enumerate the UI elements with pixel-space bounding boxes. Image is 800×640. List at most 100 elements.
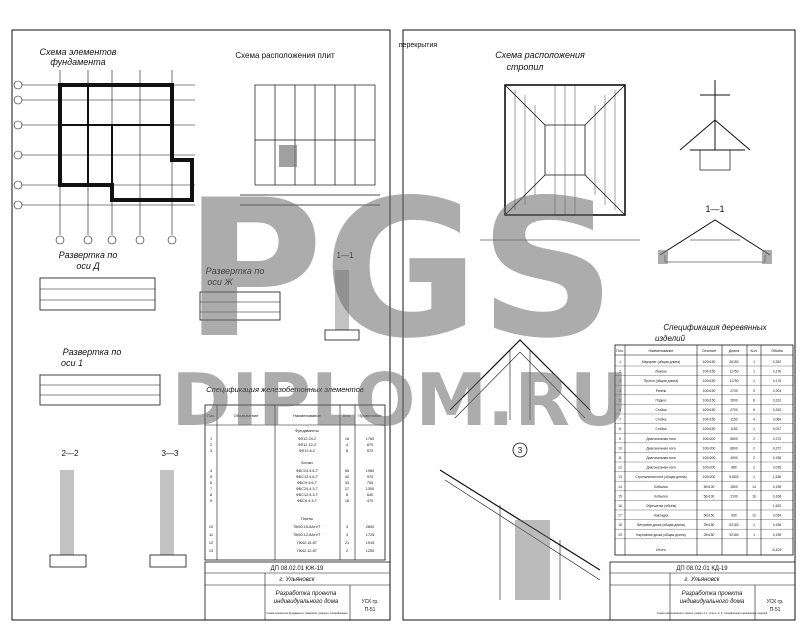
wood-spec-cell: 1150 — [730, 418, 737, 422]
wood-spec-cell: Диагональная нога — [646, 446, 675, 450]
development-axis-d: Развертка по оси Д — [39, 250, 156, 311]
right-header-word: перекрытия — [399, 42, 438, 49]
wood-spec-cell: Прогон (общая длина) — [644, 379, 678, 383]
concrete-spec-cell: 570 — [367, 449, 373, 453]
wood-spec-cell: 1150 — [730, 427, 737, 431]
left-stamp-code: ДП 08.02.01 КЖ-19 — [271, 566, 324, 572]
left-stamp-org-2: П-51 — [365, 607, 376, 613]
section-33-label: 3—3 — [162, 449, 179, 458]
concrete-spec-cell: 1760 — [366, 437, 374, 441]
wood-spec-cell: 2600 — [730, 398, 738, 402]
concrete-spec-cell: ФБС12.4.6-Т — [296, 475, 319, 479]
wood-spec-cell: 17 — [618, 514, 622, 518]
right-stamp-project-2: индивидуального дома — [680, 599, 745, 605]
wood-spec-cell: 6800 — [730, 437, 738, 441]
wood-spec-cell: 100x200 — [703, 437, 716, 441]
concrete-spec-cell: 4 — [210, 469, 212, 473]
wood-spec-cell: 6 — [753, 408, 755, 412]
concrete-spec-cell: 33 — [345, 481, 349, 485]
right-stamp-org-2: П-51 — [770, 607, 781, 613]
wood-spec-cell: 0,196 — [773, 533, 781, 537]
concrete-spec-cell: 7 — [210, 487, 212, 491]
wood-spec-cell: 25x150 — [704, 523, 715, 527]
concrete-spec-cell: 40 — [345, 475, 349, 479]
concrete-spec-cell: 16 — [345, 437, 349, 441]
right-sheet-frame — [402, 29, 796, 621]
left-stamp-project-2: индивидуального дома — [274, 599, 339, 605]
rafter-subtitle: стропил — [507, 62, 544, 72]
wood-spec-cell: 1 — [619, 360, 621, 364]
watermark: PGS DIPLOM.RU — [172, 159, 629, 442]
node-detail-top — [679, 80, 751, 171]
wood-spec-cell: 11750 — [730, 379, 739, 383]
wood-spec-cell: 4900 — [730, 456, 738, 460]
concrete-spec-cell: ПК60.12-8АтVТ — [294, 533, 322, 537]
concrete-spec-cell: ФБС24.4.6-Т — [296, 469, 319, 473]
concrete-spec-cell: 2800 — [366, 525, 374, 529]
wood-spec-cell: 2100 — [730, 494, 738, 498]
concrete-spec-cell: 10 — [209, 525, 213, 529]
concrete-spec-cell: 9 — [210, 499, 212, 503]
wood-spec-cell: 1 — [753, 475, 755, 479]
wood-spec-total-label: Итого — [656, 548, 665, 552]
dev-d-subtitle: оси Д — [76, 261, 100, 271]
slab-title: Схема расположения плит — [235, 51, 335, 60]
wood-spec-cell: 7 — [619, 418, 621, 422]
concrete-spec-cell: ФЛ12.24-2 — [298, 437, 316, 441]
concrete-spec-cell: 17 — [345, 487, 349, 491]
slab-plan: Схема расположения плит — [235, 51, 380, 206]
concrete-spec-cell: ФБС24.4.3-Т — [296, 487, 319, 491]
foundation-subtitle: фундамента — [50, 57, 105, 67]
right-stamp-code: ДП 08.02.01 КД-19 — [676, 566, 728, 572]
right-title-block: ДП 08.02.01 КД-19 г. Ульяновск Разработк… — [609, 561, 796, 621]
wood-spec-cell: 0,035 — [773, 466, 781, 470]
watermark-diplom: DIPLOM.RU — [172, 358, 629, 442]
right-sheet: перекрытия Схема расположения стропил 1—… — [399, 29, 796, 621]
wood-spec-cell: 15 — [618, 494, 622, 498]
wood-spec-cell: 8 — [619, 427, 621, 431]
wood-spec-cell: 10 — [618, 446, 622, 450]
wood-spec-cell: 1 — [753, 533, 755, 537]
wood-spec-cell: 12 — [752, 514, 756, 518]
left-stamp-org: УСК гр. — [361, 599, 378, 605]
dev-zh-subtitle: оси Ж — [207, 277, 233, 287]
wood-spec-cell: 1 — [753, 370, 755, 374]
wood-spec-cell: 0,168 — [773, 494, 781, 498]
wood-spec-cell: 11 — [618, 456, 622, 460]
dev-1-subtitle: оси 1 — [61, 358, 83, 368]
wood-spec-header: Наименование — [649, 349, 674, 353]
right-stamp-org: УСК гр. — [766, 599, 783, 605]
wood-spec-cell: 50x100 — [704, 485, 715, 489]
development-axis-1: Развертка по оси 1 — [39, 347, 161, 406]
foundation-outline — [58, 83, 194, 202]
wood-spec-cell: 100x150 — [703, 398, 716, 402]
wood-spec-cell: Кобылка — [654, 485, 667, 489]
concrete-spec-cell: 1300 — [366, 487, 374, 491]
concrete-spec-header: Поз. — [207, 413, 215, 418]
wood-spec-cell: 0,312 — [773, 398, 781, 402]
wood-spec-cell: Карнизная доска (общая длина) — [636, 533, 685, 537]
wood-spec-cell: Стойка — [656, 427, 667, 431]
concrete-spec-cell: 1 — [210, 437, 212, 441]
wood-spec-total-value: 6,429 — [773, 548, 782, 552]
wood-spec-cell: 100x150 — [703, 379, 716, 383]
wood-spec-cell: 16 — [752, 494, 756, 498]
wood-spec-cell: 13 — [618, 475, 622, 479]
wood-spec-cell: 1 — [753, 427, 755, 431]
wood-spec-cell: 100x150 — [703, 408, 716, 412]
concrete-spec-cell: ПК60.15-8АтVТ — [294, 525, 322, 529]
concrete-spec-cell: 640 — [367, 493, 373, 497]
wood-spec-cell: 8 — [753, 398, 755, 402]
wood-spec-cell: Лежень — [655, 370, 667, 374]
wood-spec-cell: 1 — [753, 523, 755, 527]
dev-1-title: Развертка по — [63, 347, 122, 357]
wood-spec-cell: 100x200 — [703, 466, 716, 470]
wood-spec-cell: 16 — [618, 504, 622, 508]
wood-spec-cell: 19 — [618, 533, 622, 537]
wood-spec-cell: 1,620 — [773, 504, 781, 508]
concrete-spec-cell: 705 — [367, 481, 373, 485]
wood-spec-cell: 1 — [753, 379, 755, 383]
concrete-spec-cell: ПК42.12-6Т — [297, 549, 318, 553]
wood-spec-cell: 0,196 — [773, 456, 781, 460]
